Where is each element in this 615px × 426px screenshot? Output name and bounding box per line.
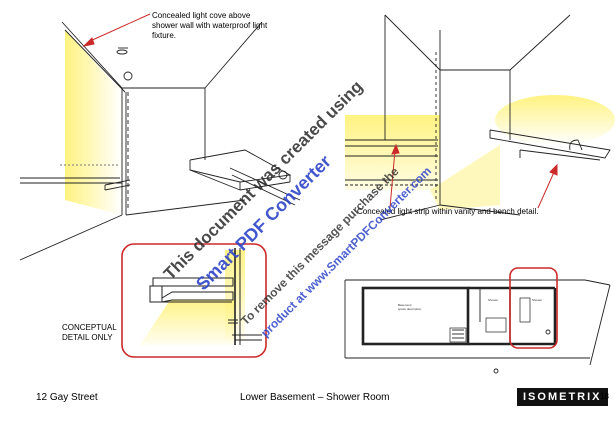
plan-label-main: Basement space description [398, 303, 422, 311]
plan-label-small2: Shower [532, 298, 543, 302]
plan-label-small1: Shower [488, 298, 499, 302]
right-perspective-sketch [345, 14, 615, 221]
floor-plan [344, 267, 611, 374]
page-number: 18 [600, 392, 609, 401]
light-strip-annotation: Concealed light strip within vanity and … [357, 207, 539, 216]
footer-address: 12 Gay Street [36, 392, 98, 403]
left-perspective-sketch [19, 21, 301, 261]
conceptual-detail-label: CONCEPTUAL DETAIL ONLY [62, 323, 117, 342]
footer-title: Lower Basement – Shower Room [240, 392, 390, 403]
brand-logo: ISOMETRIX [517, 388, 608, 406]
light-cove-annotation: Concealed light cove above shower wall w… [152, 11, 268, 40]
detail-inset [121, 243, 267, 358]
leader-lines [82, 13, 558, 209]
